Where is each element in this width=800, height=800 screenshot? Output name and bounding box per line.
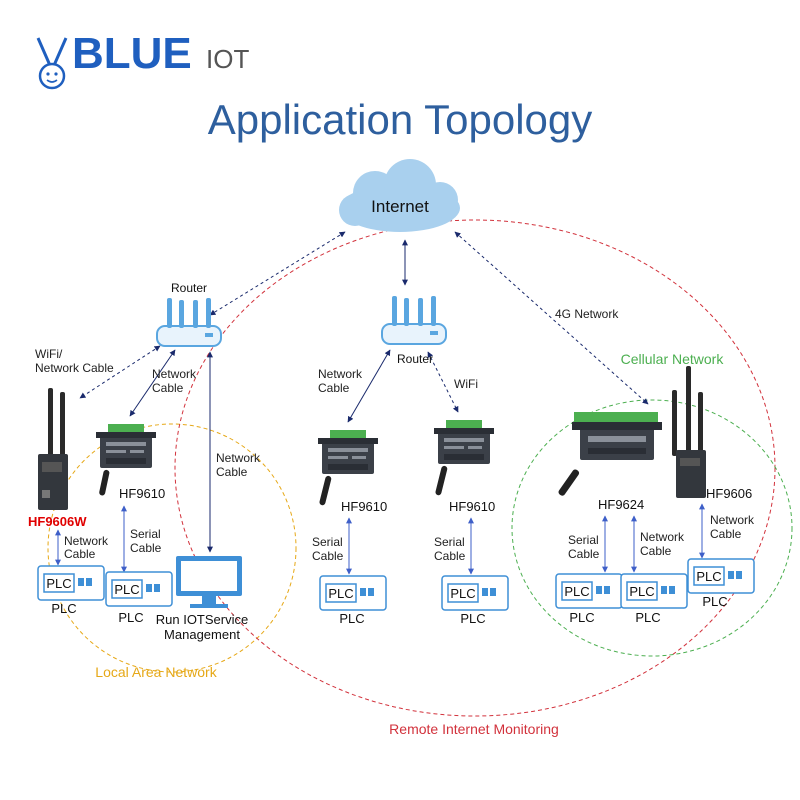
internet-cellular-link (454, 231, 649, 405)
hf9610m-link-label-2: Cable (312, 549, 344, 563)
svg-text:PLC: PLC (696, 569, 721, 584)
hf9624a-link-label-2: Cable (568, 547, 600, 561)
remote-zone-label: Remote Internet Monitoring (389, 721, 559, 737)
plc-label: PLC (460, 611, 485, 626)
router-hf9610-right-link (427, 351, 459, 413)
router-hf9610-mid-link (347, 349, 391, 423)
hf9606w-link-label-2: Cable (64, 547, 96, 561)
hf9606w-device-icon (38, 388, 68, 510)
hf9610r-link-label-1: Serial (434, 535, 465, 549)
plc-box: PLC (441, 575, 509, 611)
hf9610-mid-device-icon (318, 430, 378, 506)
plc-label: PLC (339, 611, 364, 626)
link-label-pc-net-2: Cable (216, 465, 248, 479)
hf9610r-link-label-2: Cable (434, 549, 466, 563)
plc-box: PLC (555, 573, 623, 609)
cellular-zone-label: Cellular Network (621, 351, 725, 367)
hf9610-left-label: HF9610 (119, 486, 165, 501)
plc-label: PLC (702, 594, 727, 609)
hf9606-label: HF9606 (706, 486, 752, 501)
plc-box: PLC (37, 565, 105, 601)
link-label-wifi-cable-2: Network Cable (35, 361, 114, 375)
link-label-left-net-2: Cable (152, 381, 184, 395)
hf9606-link-label-1: Network (710, 513, 755, 527)
link-label-wifi-cable-1: WiFi/ (35, 347, 63, 361)
hf9610-mid-label: HF9610 (341, 499, 387, 514)
hf9606w-label: HF9606W (28, 514, 87, 529)
router-left-icon (156, 297, 222, 347)
plc-box: PLC (319, 575, 387, 611)
brand-suffix: IOT (206, 44, 249, 74)
lan-zone (47, 423, 297, 673)
plc-label: PLC (51, 601, 76, 616)
internet-cloud-icon (339, 159, 460, 232)
plc-label: PLC (118, 610, 143, 625)
hf9606w-link-label-1: Network (64, 534, 109, 548)
link-label-left-net-1: Network (152, 367, 197, 381)
svg-text:PLC: PLC (328, 586, 353, 601)
svg-text:PLC: PLC (46, 576, 71, 591)
brand-logo (36, 37, 68, 90)
pc-label-line1: Run IOTService (156, 612, 248, 627)
link-label-pc-net-1: Network (216, 451, 261, 465)
hf9606-link-label-2: Cable (710, 527, 742, 541)
hf9610l-link-label-1: Serial (130, 527, 161, 541)
router-middle-icon (381, 295, 447, 345)
link-label-mid-net-1: Network (318, 367, 363, 381)
plc-box: PLC (105, 571, 173, 607)
internet-router-left-link (209, 231, 346, 316)
hf9610l-link-label-2: Cable (130, 541, 162, 555)
hf9610-right-label: HF9610 (449, 499, 495, 514)
router-left-label: Router (171, 281, 207, 295)
link-label-4g: 4G Network (555, 307, 619, 321)
plc-box: PLC (687, 558, 755, 594)
brand-name: BLUE (72, 29, 192, 78)
pc-label-line2: Management (164, 627, 240, 642)
plc-box: PLC (620, 573, 688, 609)
hf9624-label: HF9624 (598, 497, 644, 512)
page-title: Application Topology (208, 96, 593, 143)
internet-label: Internet (371, 197, 429, 216)
svg-text:PLC: PLC (629, 584, 654, 599)
router-middle-label: Router (397, 352, 433, 366)
link-label-wifi: WiFi (454, 377, 478, 391)
lan-zone-label: Local Area Network (95, 664, 217, 680)
plc-label: PLC (635, 610, 660, 625)
hf9624b-link-label-1: Network (640, 530, 685, 544)
hf9610m-link-label-1: Serial (312, 535, 343, 549)
svg-text:PLC: PLC (564, 584, 589, 599)
svg-text:PLC: PLC (114, 582, 139, 597)
plc-label: PLC (569, 610, 594, 625)
router-hf9610-left-link (129, 349, 176, 417)
monitor-icon (176, 556, 242, 608)
hf9624b-link-label-2: Cable (640, 544, 672, 558)
link-label-mid-net-2: Cable (318, 381, 350, 395)
router-hf9606w-link (79, 345, 161, 399)
hf9610-right-device-icon (434, 420, 494, 496)
hf9610-left-device-icon (96, 424, 156, 496)
svg-text:PLC: PLC (450, 586, 475, 601)
remote-zone (174, 219, 776, 717)
hf9624-device-icon (558, 412, 662, 496)
hf9624a-link-label-1: Serial (568, 533, 599, 547)
cellular-zone (511, 399, 793, 657)
hf9606-device-icon (672, 366, 706, 498)
